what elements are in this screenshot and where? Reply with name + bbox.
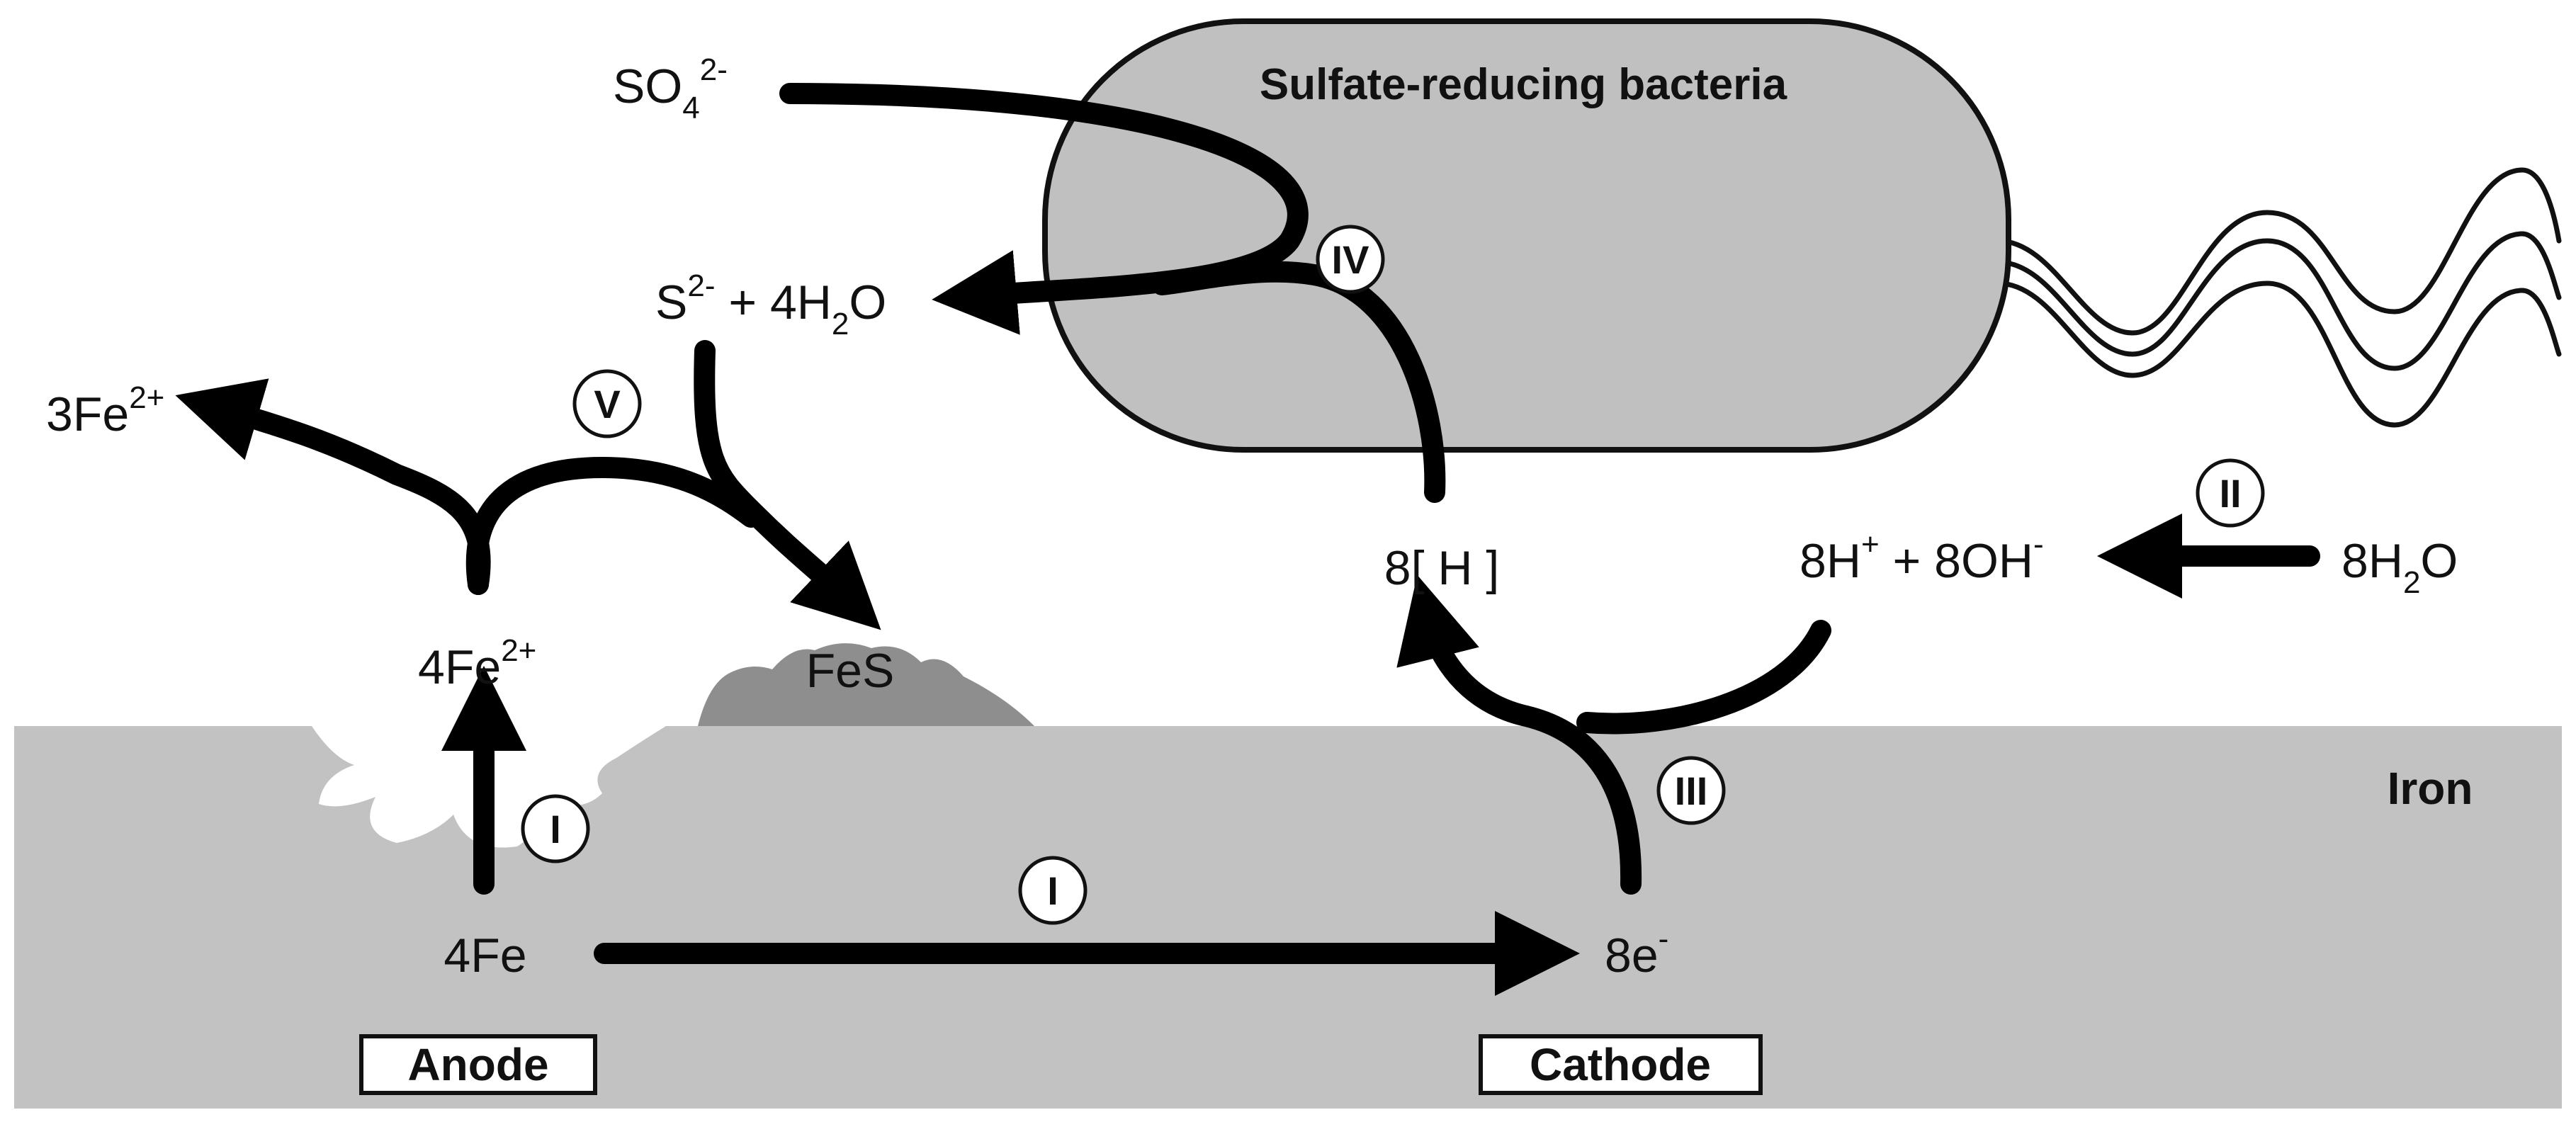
iron-label: Iron — [2388, 763, 2473, 814]
reaction-marker-r3: III — [1656, 756, 1726, 825]
reaction-marker-r5: V — [572, 369, 642, 438]
ferrous-anode-label: 4Fe2+ — [418, 633, 536, 694]
reaction-marker-r1-anode: I — [521, 794, 590, 863]
anode-label-box: Anode — [359, 1034, 597, 1095]
water-label: 8H2O — [2341, 534, 2458, 600]
arrow-hydroxide-to-hydrogen — [1576, 620, 1831, 735]
electrons-label: 8e- — [1605, 922, 1668, 982]
cathode-label-box: Cathode — [1479, 1034, 1763, 1095]
svg-text:I: I — [1047, 868, 1058, 913]
svg-text:III: III — [1675, 769, 1708, 813]
ferrous-product-label: 3Fe2+ — [46, 380, 164, 441]
arrow-sulfide-to-fes — [694, 340, 881, 630]
reaction-marker-r4: IV — [1316, 225, 1385, 294]
fes-label: FeS — [806, 644, 895, 698]
svg-text:I: I — [550, 807, 561, 851]
anode-label: Anode — [407, 1039, 548, 1090]
arrow-ferrous-fork — [175, 378, 491, 595]
svg-text:II: II — [2219, 471, 2241, 516]
bacteria-flagella — [1995, 167, 2562, 428]
hydrogen-label: 8[ H ] — [1384, 541, 1500, 595]
bacteria-label: Sulfate-reducing bacteria — [1260, 60, 1787, 109]
water-split-label: 8H+ + 8OH- — [1800, 527, 2044, 588]
bacteria-cell — [1042, 18, 2011, 453]
reaction-marker-r2: II — [2196, 458, 2265, 528]
sulfate-label: SO42- — [613, 52, 728, 125]
cathode-label: Cathode — [1530, 1039, 1711, 1090]
arrow-electrons-to-hydrogen — [1396, 574, 1642, 895]
iron-atoms-label: 4Fe — [444, 929, 526, 982]
arrow-sulfate-to-sulfide — [779, 83, 1309, 335]
arrow-ferrous-to-fes — [465, 456, 762, 595]
sulfide-label: S2- + 4H2O — [655, 268, 886, 341]
svg-text:V: V — [594, 382, 620, 426]
reaction-marker-r1-transfer: I — [1018, 856, 1088, 925]
fes-deposit — [698, 643, 1034, 726]
svg-text:IV: IV — [1332, 237, 1369, 282]
